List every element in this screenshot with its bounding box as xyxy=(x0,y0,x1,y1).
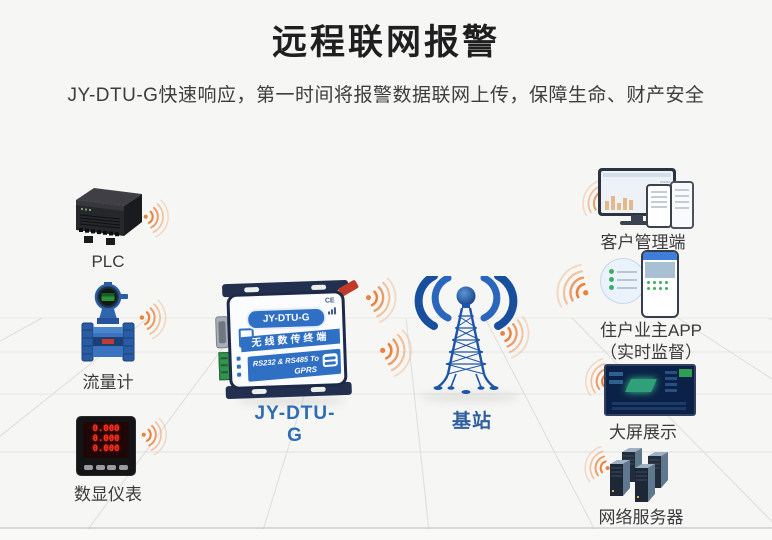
owner-app-phone-icon xyxy=(641,250,679,318)
dtu-led-icons xyxy=(236,356,242,377)
meter-display-row: 0.000 xyxy=(92,424,120,434)
dtu-name-band: 无线数传终端 xyxy=(240,328,341,353)
plc-icon xyxy=(76,188,142,245)
wifi-wave-icon xyxy=(138,415,170,458)
phone-icon xyxy=(646,184,672,228)
base-station-label: 基站 xyxy=(451,411,492,432)
page-subtitle: JY-DTU-G快速响应，第一时间将报警数据联网上传，保障生命、财产安全 xyxy=(67,85,705,106)
signal-arc xyxy=(494,276,518,330)
meter-buttons xyxy=(84,465,128,470)
dtu-interface-panel: RS232 & RS485 To GPRS xyxy=(247,348,342,382)
wifi-wave-icon xyxy=(135,297,170,342)
client-management-label: 客户管理端 xyxy=(600,233,686,252)
dtu-ce-mark: CE xyxy=(324,297,335,305)
big-screen-icon xyxy=(604,364,696,416)
owner-app-label-line2: （实时监督） xyxy=(600,343,702,362)
network-server-label: 网络服务器 xyxy=(598,508,684,527)
phone-icon xyxy=(670,181,694,229)
meter-display-row: 0.000 xyxy=(92,434,120,444)
meter-display-row: 0.000 xyxy=(92,444,120,454)
digital-meter-label: 数显仪表 xyxy=(74,485,142,504)
base-station-icon xyxy=(414,276,518,394)
cloud-icon xyxy=(322,352,338,368)
owner-app-magnifier-icon xyxy=(600,258,646,304)
dtu-device-icon: CE JY-DTU-G 无线数传终端 RS232 & RS485 To GPRS xyxy=(215,279,360,402)
dtu-label: JY-DTU-G xyxy=(254,403,336,446)
dtu-faceplate: CE JY-DTU-G 无线数传终端 RS232 & RS485 To GPRS xyxy=(226,289,348,391)
flow-meter-label: 流量计 xyxy=(82,373,134,392)
signal-bars-icon xyxy=(327,307,337,315)
signal-arc xyxy=(431,276,452,322)
dtu-network-text: GPRS xyxy=(294,364,318,376)
digital-meter-display: 0.000 0.000 0.000 xyxy=(83,422,129,458)
signal-arc xyxy=(414,276,438,330)
page-title: 远程联网报警 xyxy=(271,23,500,62)
plc-label: PLC xyxy=(91,252,125,271)
dtu-model-badge: JY-DTU-G xyxy=(245,306,327,331)
signal-arc xyxy=(480,276,501,322)
owner-app-label-line1: 住户业主APP xyxy=(599,321,703,340)
big-screen-label: 大屏展示 xyxy=(609,423,677,442)
network-server-icon xyxy=(610,448,668,502)
client-management-icon xyxy=(598,168,694,230)
digital-meter-icon: 0.000 0.000 0.000 xyxy=(76,416,136,476)
flow-meter-icon xyxy=(81,282,135,362)
